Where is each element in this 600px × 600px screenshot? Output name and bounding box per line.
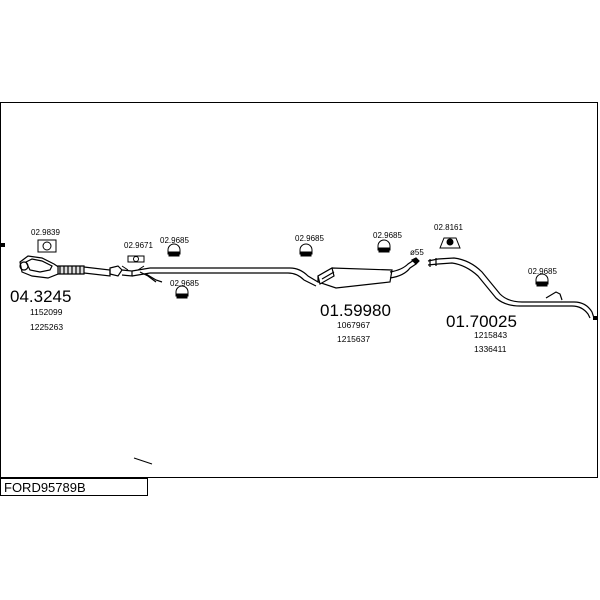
part-number: 01.70025 (446, 312, 517, 331)
right-marker (593, 316, 597, 320)
clamp-fitting (121, 255, 145, 271)
fitting-label: 02.9671 (124, 241, 153, 250)
intermediate-pipe (131, 267, 319, 287)
fitting-label: 02.9685 (295, 234, 324, 243)
fitting-label: 02.9685 (373, 231, 402, 240)
oem-number: 1067967 (337, 320, 370, 330)
front-pipe-catalyst (19, 255, 133, 279)
fitting-label: 02.9685 (170, 279, 199, 288)
oem-number: 1225263 (30, 322, 63, 332)
fitting-label: 02.8161 (434, 223, 463, 232)
mounting-bracket-fitting (439, 237, 461, 249)
oem-number: 1336411 (474, 344, 507, 354)
pointer-line (133, 457, 153, 465)
fitting-label: 02.9839 (31, 228, 60, 237)
fitting-label: 02.9685 (528, 267, 557, 276)
rubber-hanger-fitting (167, 239, 549, 299)
vehicle-code-box: FORD95789B (0, 478, 148, 496)
diameter-label: ø55 (410, 248, 424, 257)
middle-silencer (317, 257, 420, 289)
gasket-fitting (37, 239, 57, 253)
diagram-frame (0, 102, 598, 478)
oem-number: 1215637 (337, 334, 370, 344)
left-marker (1, 243, 5, 247)
part-number: 01.59980 (320, 301, 391, 320)
vehicle-code: FORD95789B (4, 480, 86, 495)
oem-number: 1215843 (474, 330, 507, 340)
part-number: 04.3245 (10, 287, 71, 306)
rear-pipe (427, 257, 595, 319)
oem-number: 1152099 (30, 307, 63, 317)
fitting-label: 02.9685 (160, 236, 189, 245)
